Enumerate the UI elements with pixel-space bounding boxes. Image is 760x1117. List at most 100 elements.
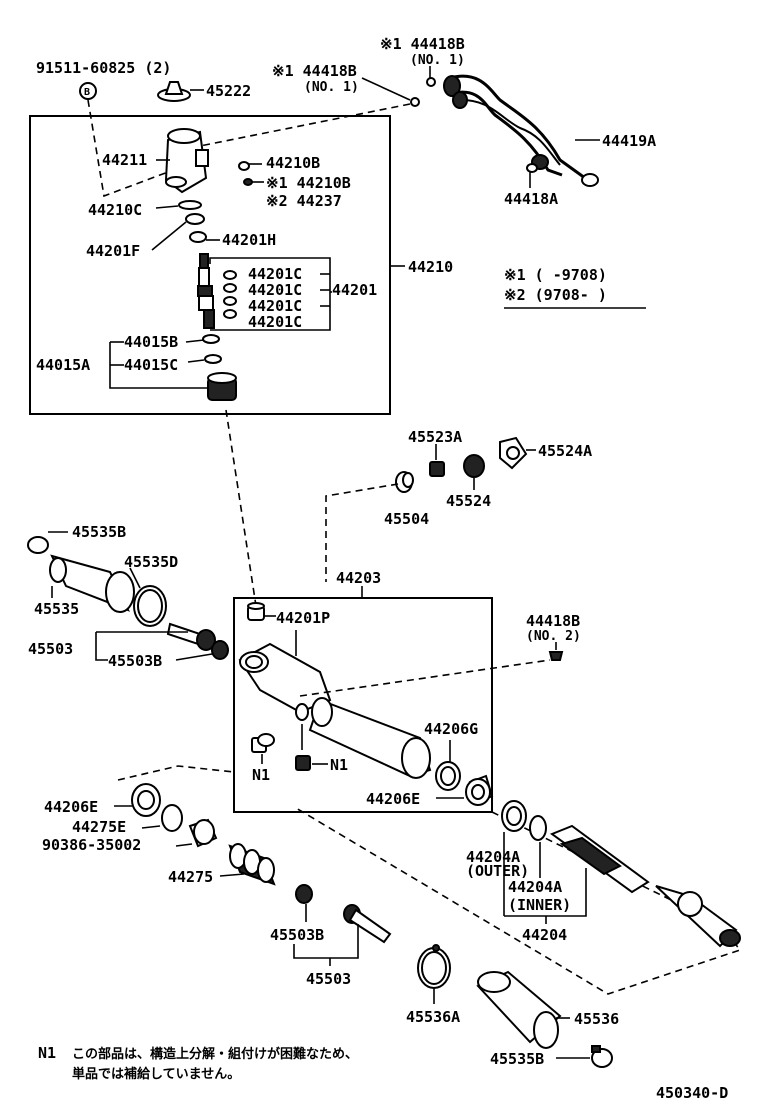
label-45524: 45524 — [446, 492, 491, 510]
part-44275e — [161, 804, 183, 832]
leader-45503b-left — [175, 653, 213, 661]
part-45222-top — [164, 81, 184, 95]
part-90386 — [188, 818, 218, 848]
dash-adjuster — [325, 483, 399, 582]
bolt-symbol — [79, 82, 97, 100]
bracket-44204 — [504, 868, 587, 917]
dash-bolt — [87, 99, 169, 198]
part-45523a — [429, 461, 445, 477]
part-spool — [197, 253, 215, 329]
label-45523a: 45523A — [408, 428, 462, 446]
label-44237: ※2 44237 — [266, 192, 342, 210]
leader-44275e — [141, 825, 161, 829]
label-45535b-bottom: 45535B — [490, 1050, 544, 1068]
label-44275: 44275 — [168, 868, 213, 886]
part-44015a — [207, 372, 237, 401]
part-44419a — [443, 74, 599, 187]
part-44015c — [204, 354, 222, 364]
label-44201p: 44201P — [276, 609, 330, 627]
part-44210c — [178, 200, 202, 210]
label-45503-bottom: 45503 — [306, 970, 351, 988]
label-n1-b: N1 — [330, 756, 348, 774]
part-n1-b — [295, 755, 311, 771]
part-45524 — [463, 454, 485, 478]
dash-44418b-mid — [179, 103, 411, 151]
label-90386: 90386-35002 — [42, 836, 141, 854]
leader-44418b-mid — [361, 77, 411, 101]
part-45524a — [499, 436, 528, 470]
label-44206g: 44206G — [424, 720, 478, 738]
bracket-44015a — [109, 342, 214, 389]
note-line-1: この部品は、構造上分解・組付けが困難なため、 — [72, 1046, 358, 1062]
part-45535d — [133, 585, 167, 627]
dash-bottom-outline — [117, 765, 742, 995]
part-45536a — [417, 944, 451, 989]
label-44201: 44201 — [332, 281, 377, 299]
label-45503-left: 45503 — [28, 640, 73, 658]
leader-44015c — [187, 359, 205, 363]
leader-45535d — [129, 567, 141, 589]
label-45524a: 45524A — [538, 442, 592, 460]
bracket-44201 — [209, 257, 331, 331]
part-45535 — [49, 554, 135, 613]
bracket-45503-left — [95, 632, 108, 661]
part-44206g — [435, 761, 461, 791]
label-44201c-2: 44201C — [248, 281, 302, 299]
legend-m1: ※1 ( -9708) — [504, 266, 607, 284]
part-44418b-mid — [410, 97, 420, 107]
note-line-2: 単品では補給していません。 — [72, 1066, 240, 1082]
label-44418b-no2-no: (NO. 2) — [526, 629, 581, 644]
label-44211: 44211 — [102, 151, 147, 169]
label-44201c-3: 44201C — [248, 297, 302, 315]
part-rack-bar — [549, 824, 741, 948]
part-44015b — [202, 334, 220, 344]
leader-44015b — [185, 339, 205, 343]
label-44210b-b: ※1 44210B — [266, 174, 351, 192]
ring-44201c-1 — [223, 270, 237, 280]
label-44418b-top: ※1 44418B — [380, 35, 465, 53]
part-45535b-top — [27, 536, 49, 554]
part-44206e-right — [465, 774, 494, 806]
label-44418a: 44418A — [504, 190, 558, 208]
label-44418b-mid-no: (NO. 1) — [304, 80, 359, 95]
ring-44201c-3 — [223, 296, 237, 306]
part-44418b-no2 — [548, 651, 564, 661]
label-45222: 45222 — [206, 82, 251, 100]
leader-44210c — [155, 205, 179, 209]
label-45503b-bottom: 45503B — [270, 926, 324, 944]
label-45503b-left: 45503B — [108, 652, 162, 670]
label-44418b-top-no: (NO. 1) — [410, 53, 465, 68]
label-45536: 45536 — [574, 1010, 619, 1028]
label-44204a-inner: 44204A — [508, 878, 562, 896]
dash-valve-to-housing — [225, 409, 257, 607]
label-44210c: 44210C — [88, 201, 142, 219]
label-45504: 45504 — [384, 510, 429, 528]
label-44204a-outer-sub: (OUTER) — [466, 862, 529, 880]
label-44418b-mid: ※1 44418B — [272, 62, 357, 80]
part-45504 — [395, 471, 414, 493]
leader-44275 — [219, 873, 245, 877]
box-44210 — [29, 115, 391, 415]
part-44204a-outer — [501, 800, 527, 832]
label-44418b-no2: 44418B — [526, 612, 580, 630]
part-44204a-inner — [529, 815, 547, 841]
label-44204a-outer: 44204A — [466, 848, 520, 866]
label-45536a: 45536A — [406, 1008, 460, 1026]
label-44204a-inner-sub: (INNER) — [508, 896, 571, 914]
ring-44201c-2 — [223, 283, 237, 293]
leader-90386 — [175, 843, 193, 847]
label-44419a: 44419A — [602, 132, 656, 150]
bolt-symbol-letter: B — [84, 87, 90, 98]
part-44275 — [228, 843, 276, 886]
label-44201c-1: 44201C — [248, 265, 302, 283]
part-44201p — [247, 602, 265, 621]
part-44210b-b — [243, 178, 253, 186]
label-44206e-right: 44206E — [366, 790, 420, 808]
part-45503-left — [166, 622, 229, 660]
label-44015a: 44015A — [36, 356, 90, 374]
label-44201f: 44201F — [86, 242, 140, 260]
note-tag: N1 — [38, 1044, 56, 1062]
label-44204: 44204 — [522, 926, 567, 944]
label-44015c: 44015C — [124, 356, 178, 374]
